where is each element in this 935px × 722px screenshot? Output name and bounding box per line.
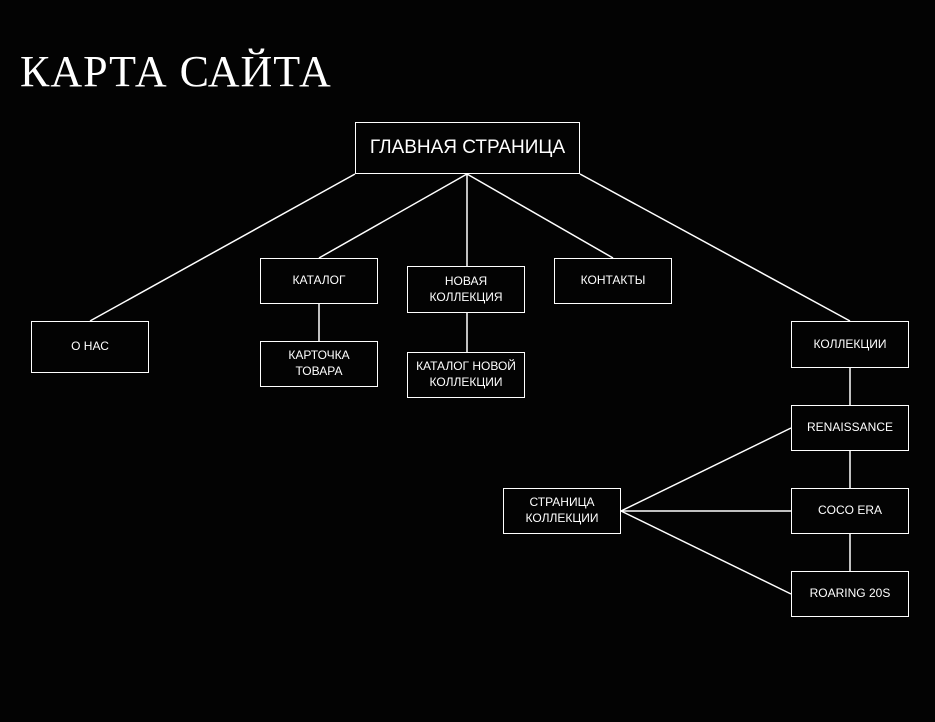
edge-home-catalog xyxy=(318,173,468,259)
page-title: КАРТА САЙТА xyxy=(20,47,332,96)
node-collection-page[interactable]: СТРАНИЦА КОЛЛЕКЦИИ xyxy=(503,488,621,534)
node-renaissance[interactable]: RENAISSANCE xyxy=(791,405,909,451)
edge-collection-page-renaissance xyxy=(620,427,792,512)
node-contacts[interactable]: КОНТАКТЫ xyxy=(554,258,672,304)
node-new-collection[interactable]: НОВАЯ КОЛЛЕКЦИЯ xyxy=(407,266,525,313)
node-collections[interactable]: КОЛЛЕКЦИИ xyxy=(791,321,909,368)
node-roaring-20s[interactable]: ROARING 20S xyxy=(791,571,909,617)
node-about[interactable]: О НАС xyxy=(31,321,149,373)
node-new-collection-catalog[interactable]: КАТАЛОГ НОВОЙ КОЛЛЕКЦИИ xyxy=(407,352,525,398)
edge-home-collections xyxy=(579,173,851,322)
edge-home-contacts xyxy=(466,173,614,259)
node-product-card[interactable]: КАРТОЧКА ТОВАРА xyxy=(260,341,378,387)
edge-collection-page-roaring-20s xyxy=(620,510,792,595)
node-coco-era[interactable]: COCO ERA xyxy=(791,488,909,534)
node-home-page[interactable]: ГЛАВНАЯ СТРАНИЦА xyxy=(355,122,580,174)
node-catalog[interactable]: КАТАЛОГ xyxy=(260,258,378,304)
edge-home-about xyxy=(89,173,356,322)
